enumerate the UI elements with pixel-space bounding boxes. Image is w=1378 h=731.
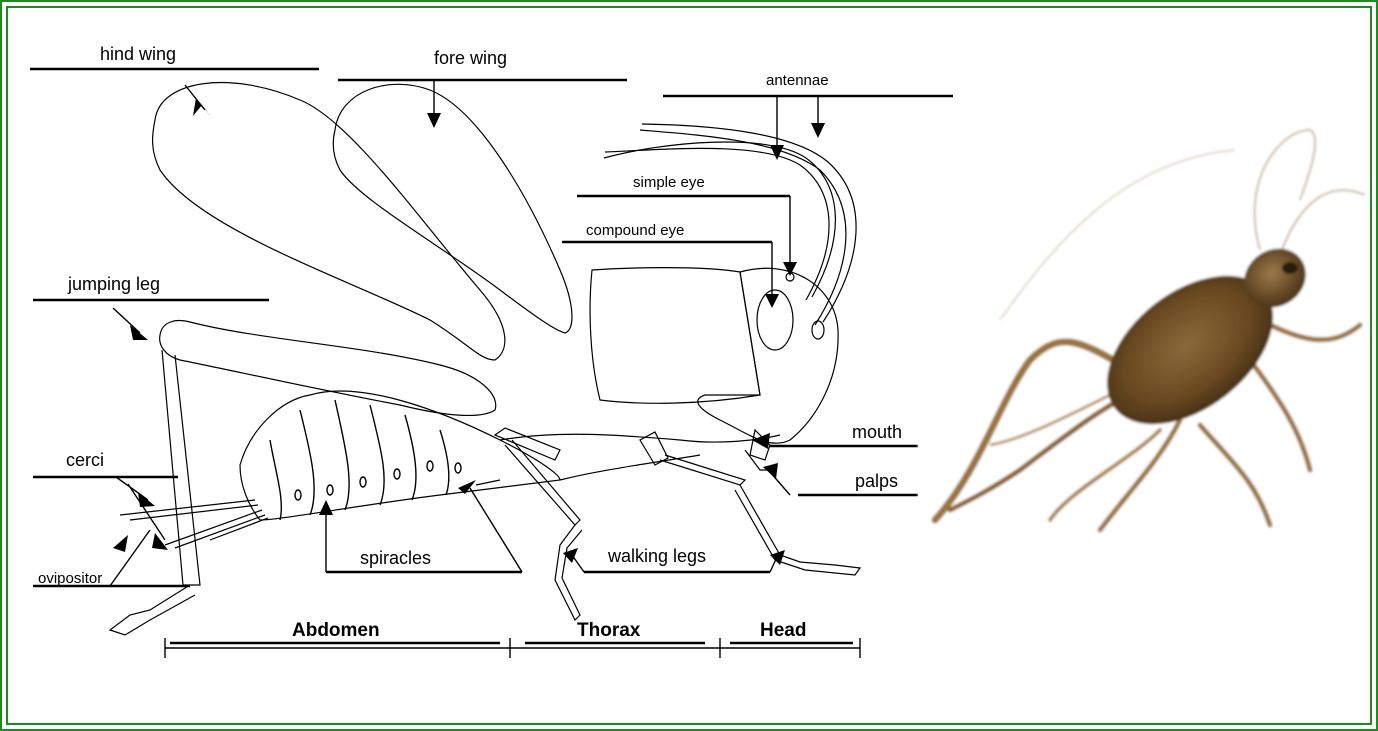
- labels: hind wing fore wing antennae simple eye …: [38, 44, 902, 641]
- antenna-base: [812, 321, 824, 339]
- region-thorax: Thorax: [577, 620, 641, 641]
- label-fore-wing: fore wing: [434, 48, 507, 68]
- label-cerci: cerci: [66, 450, 104, 470]
- leader-lines: [30, 69, 953, 586]
- label-compound-eye: compound eye: [586, 222, 684, 239]
- abdomen-shape: [240, 391, 560, 520]
- label-ovipositor: ovipositor: [38, 570, 102, 587]
- label-walking-legs: walking legs: [607, 546, 706, 566]
- jumping-leg-femur: [160, 321, 496, 416]
- thorax-plate: [590, 268, 760, 404]
- label-palps: palps: [855, 471, 898, 491]
- label-mouth: mouth: [852, 422, 902, 442]
- insect-drawing: [110, 83, 860, 635]
- label-hind-wing: hind wing: [100, 44, 176, 64]
- region-bar: [165, 638, 860, 658]
- label-jumping-leg: jumping leg: [67, 274, 160, 294]
- cricket-photo: [918, 120, 1368, 538]
- region-abdomen: Abdomen: [292, 620, 380, 641]
- label-simple-eye: simple eye: [633, 174, 705, 191]
- hind-wing-shape: [153, 83, 505, 360]
- label-antennae: antennae: [766, 72, 829, 89]
- region-head: Head: [760, 620, 806, 641]
- fore-wing-shape: [333, 84, 572, 333]
- label-spiracles: spiracles: [360, 548, 431, 568]
- jumping-leg-tarsus: [110, 585, 195, 635]
